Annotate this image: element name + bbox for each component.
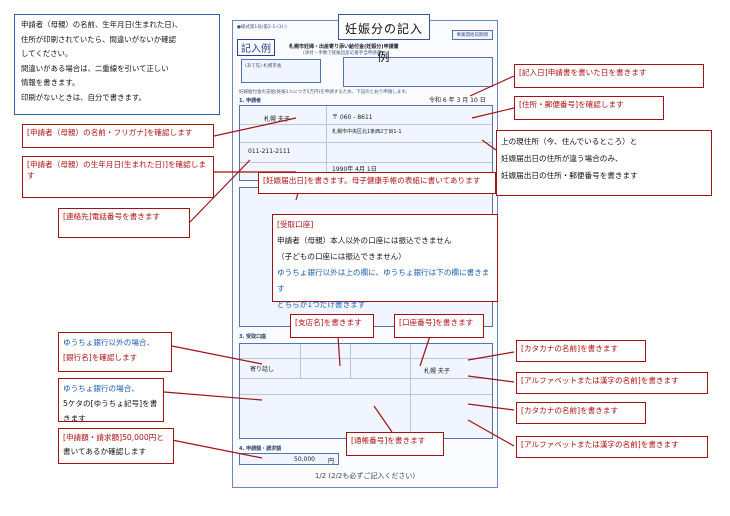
callout-bank-other-line2: [銀行名]を確認します bbox=[63, 353, 138, 362]
callout-pregnancy-date-text: [妊娠届出日]を書きます。母子健康手帳の表紙に書いてあります bbox=[263, 176, 481, 185]
callout-account-line1: 申請者（母親）本人以外の口座には振込できません bbox=[277, 236, 452, 245]
amount-box: 50,000 円 bbox=[239, 453, 339, 465]
callout-kana-holder-text: [カタカナの名前]を書きます bbox=[521, 344, 619, 353]
callout-alpha-holder: [アルファベットまたは漢字の名前]を書きます bbox=[516, 372, 708, 394]
callout-yucho-line1: ゆうちょ銀行の場合、 bbox=[63, 384, 139, 393]
callout-amount-line1: [申請額・請求額]50,000円と bbox=[63, 433, 164, 442]
form-doc-subtitle: (添付・手数で妊娠出産応援手当申請書) bbox=[303, 51, 384, 56]
callout-kana-name-text: [申請者（母親）の名前・フリガナ]を確認します bbox=[27, 128, 193, 137]
form-footer: 1/2 (2/2も必ずご記入ください) bbox=[314, 472, 416, 480]
callout-account-heading: [受取口座] bbox=[277, 220, 314, 229]
notice-box bbox=[343, 57, 493, 87]
callout-account-line2: （子どもの口座には振込できません） bbox=[277, 252, 406, 261]
callout-branch: [支店名]を書きます bbox=[290, 314, 374, 338]
callout-passbook-text: [通帳番号]を書きます bbox=[351, 436, 426, 445]
addressee-label: (あて先) 札幌市長 bbox=[245, 64, 282, 69]
applicant-name: 札幌 夫子 bbox=[264, 116, 290, 123]
address-value: 札幌市中央区北1条西2丁目1-1 bbox=[332, 129, 402, 135]
callout-passbook: [通帳番号]を書きます bbox=[346, 432, 444, 456]
callout-phone-text: [連絡先]電話番号を書きます bbox=[63, 212, 161, 221]
callout-dob: [申請者（母親）の生年月日(生まれた日)]を確認します bbox=[22, 156, 214, 198]
callout-account-main: [受取口座] 申請者（母親）本人以外の口座には振込できません （子どもの口座には… bbox=[272, 214, 498, 309]
notice-line: 情報を書きます。 bbox=[21, 78, 80, 87]
notice-line: してください。 bbox=[21, 49, 73, 58]
callout-bank-other-line1: ゆうちょ銀行以外の場合、 bbox=[63, 338, 155, 347]
apply-statement: 妊婦給付金の支給(妊娠1人につき5万円)を申請するため、下記のとおり申請します。 bbox=[239, 90, 410, 95]
example-label: 記入例 bbox=[237, 39, 275, 56]
callout-pregnancy-date: [妊娠届出日]を書きます。母子健康手帳の表紙に書いてあります bbox=[258, 172, 496, 194]
notice-line: 申請者（母親）の名前、生年月日(生まれた日)、 bbox=[21, 20, 182, 29]
callout-pregnancy-notice: 上の現住所（今、住んでいるところ）と 妊娠届出日の住所が違う場合のみ、 妊娠届出… bbox=[496, 130, 712, 196]
section-applicant: 1. 申請者 bbox=[239, 98, 262, 104]
postal-code: 〒 060 - 8611 bbox=[332, 114, 373, 121]
phone-value: 011-211-2111 bbox=[248, 148, 291, 155]
callout-application-date: [記入日]申請書を書いた日を書きます bbox=[514, 64, 704, 88]
form-header-right: 事業開始前期間 bbox=[451, 30, 493, 40]
callout-amount: [申請額・請求額]50,000円と 書いてあるか確認します bbox=[58, 428, 174, 464]
callout-address-postal: [住所・郵便番号]を確認します bbox=[514, 96, 664, 120]
stamp-box: (あて先) 札幌市長 bbox=[241, 59, 321, 83]
account-holder: 札幌 夫子 bbox=[424, 368, 450, 375]
notice-line: 印刷がないときは、自分で書きます。 bbox=[21, 92, 146, 102]
date-value: 令和 6 年 3 月 10 日 bbox=[429, 97, 486, 104]
callout-alpha-holder-text: [アルファベットまたは漢字の名前]を書きます bbox=[521, 376, 679, 385]
notice-box-blue: 申請者（母親）の名前、生年月日(生まれた日)、 住所が印刷されていたら、間違いが… bbox=[14, 14, 220, 115]
section-amount: 4. 申請額・請求額 bbox=[239, 446, 282, 452]
callout-pregnancy-notice-line1: 上の現住所（今、住んでいるところ）と bbox=[501, 137, 638, 146]
callout-account-line3: ゆうちょ銀行以外は上の欄に、ゆうちょ銀行は下の欄に書きます bbox=[277, 268, 490, 293]
callout-yucho-line2: 5ケタの[ゆうちょ記号]を書きます bbox=[63, 399, 158, 423]
form-doc-title: 札幌市妊婦・出産寄り添い給付金(妊娠分)申請書 bbox=[289, 44, 399, 50]
callout-application-date-text: [記入日]申請書を書いた日を書きます bbox=[519, 68, 647, 77]
callout-dob-text: [申請者（母親）の生年月日(生まれた日)]を確認します bbox=[27, 160, 206, 180]
callout-bank-other: ゆうちょ銀行以外の場合、 [銀行名]を確認します bbox=[58, 332, 172, 372]
callout-account-line4: どちらか1つだけ書きます bbox=[277, 300, 366, 309]
callout-yucho: ゆうちょ銀行の場合、 5ケタの[ゆうちょ記号]を書きます bbox=[58, 378, 164, 423]
bank-table: 寄り話し 札幌 夫子 bbox=[239, 343, 493, 440]
dob-value: 1990年 4月 1日 bbox=[332, 166, 377, 173]
callout-kana-holder: [カタカナの名前]を書きます bbox=[516, 340, 646, 362]
callout-kana-name: [申請者（母親）の名前・フリガナ]を確認します bbox=[22, 124, 214, 148]
callout-kana-holder-2-text: [カタカナの名前]を書きます bbox=[521, 406, 619, 415]
page-title: 妊娠分の記入例 bbox=[338, 14, 430, 64]
callout-branch-text: [支店名]を書きます bbox=[295, 318, 362, 327]
callout-amount-line2: 書いてあるか確認します bbox=[63, 447, 147, 456]
notice-line: 住所が印刷されていたら、間違いがないか確認 bbox=[21, 34, 176, 44]
callout-alpha-holder-2-text: [アルファベットまたは漢字の名前]を書きます bbox=[521, 440, 679, 449]
callout-pregnancy-notice-line2: 妊娠届出日の住所が違う場合のみ、 bbox=[501, 154, 623, 163]
callout-account-number-text: [口座番号]を書きます bbox=[399, 318, 474, 327]
bank-name-example: 寄り話し bbox=[250, 366, 275, 373]
callout-phone: [連絡先]電話番号を書きます bbox=[58, 208, 190, 238]
section-bank: 3. 受取口座 bbox=[239, 334, 267, 340]
callout-kana-holder-2: [カタカナの名前]を書きます bbox=[516, 402, 646, 424]
amount-value: 50,000 bbox=[294, 456, 315, 463]
callout-alpha-holder-2: [アルファベットまたは漢字の名前]を書きます bbox=[516, 436, 708, 458]
callout-account-number: [口座番号]を書きます bbox=[394, 314, 484, 338]
callout-pregnancy-notice-line3: 妊娠届出日の住所・郵便番号を書きます bbox=[501, 171, 638, 180]
amount-unit: 円 bbox=[328, 458, 335, 465]
form-header-left: ●様式第1号(第2-1-(3)-) bbox=[237, 25, 287, 30]
callout-address-postal-text: [住所・郵便番号]を確認します bbox=[519, 100, 624, 109]
notice-line: 間違いがある場合は、二重線を引いて正しい bbox=[21, 63, 169, 73]
